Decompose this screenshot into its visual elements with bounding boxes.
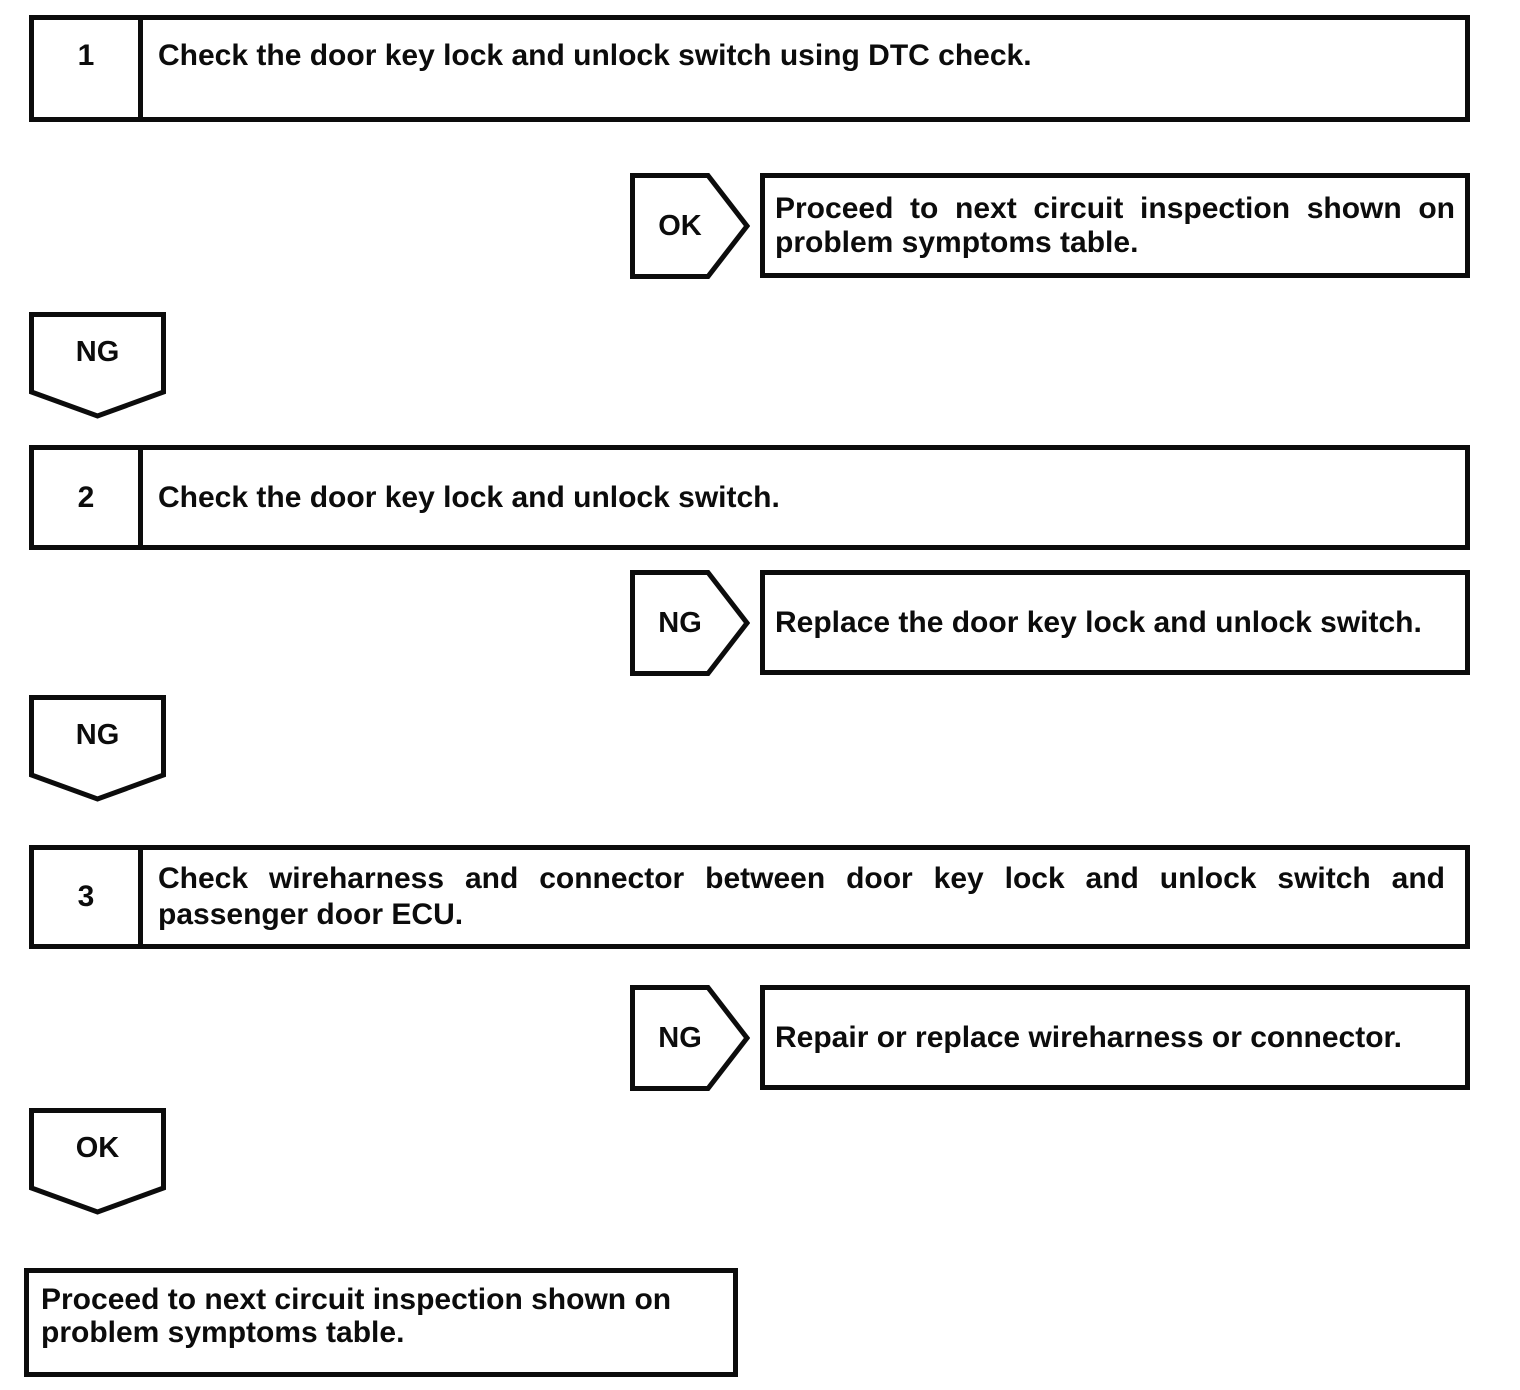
continuation-label: NG (75, 718, 120, 751)
step-number: 1 (34, 20, 143, 117)
branch-result-box: Replace the door key lock and unlock swi… (760, 570, 1470, 675)
ng-arrow-right-icon: NG (630, 985, 750, 1091)
pentagon-right-shape (630, 570, 750, 676)
branch-label: NG (658, 1021, 702, 1054)
ok-arrow-right-icon: OK (630, 173, 750, 279)
ng-arrow-right-icon: NG (630, 570, 750, 676)
step-number: 2 (34, 450, 143, 545)
pentagon-down-shape (29, 695, 166, 802)
ng-down-icon: NG (29, 695, 166, 802)
final-text: Proceed to next circuit inspection shown… (41, 1283, 672, 1349)
step-instruction: Check wireharness and connector between … (158, 862, 1445, 931)
branch-result-box: Proceed to next circuit inspection shown… (760, 173, 1470, 278)
step-instruction: Check the door key lock and unlock switc… (158, 38, 1032, 72)
step-box-1: 1 Check the door key lock and unlock swi… (29, 15, 1470, 122)
step-number: 3 (34, 850, 143, 944)
pentagon-right-shape (630, 173, 750, 279)
branch-result-box: Repair or replace wireharness or connect… (760, 985, 1470, 1090)
pentagon-down-shape (29, 312, 166, 419)
step-box-2: 2 Check the door key lock and unlock swi… (29, 445, 1470, 550)
branch-result-text: Repair or replace wireharness or connect… (775, 1020, 1402, 1054)
branch-label: OK (658, 209, 702, 242)
final-box: Proceed to next circuit inspection shown… (24, 1268, 738, 1377)
step-box-3: 3 Check wireharness and connector betwee… (29, 845, 1470, 949)
pentagon-right-shape (630, 985, 750, 1091)
pentagon-down-shape (29, 1108, 166, 1215)
continuation-label: OK (75, 1131, 120, 1164)
ng-down-icon: NG (29, 312, 166, 419)
continuation-label: NG (75, 335, 120, 368)
branch-label: NG (658, 606, 702, 639)
branch-result-text: Replace the door key lock and unlock swi… (775, 605, 1422, 639)
branch-result-text: Proceed to next circuit inspection shown… (775, 191, 1455, 259)
step-instruction: Check the door key lock and unlock switc… (158, 480, 780, 514)
ok-down-icon: OK (29, 1108, 166, 1215)
